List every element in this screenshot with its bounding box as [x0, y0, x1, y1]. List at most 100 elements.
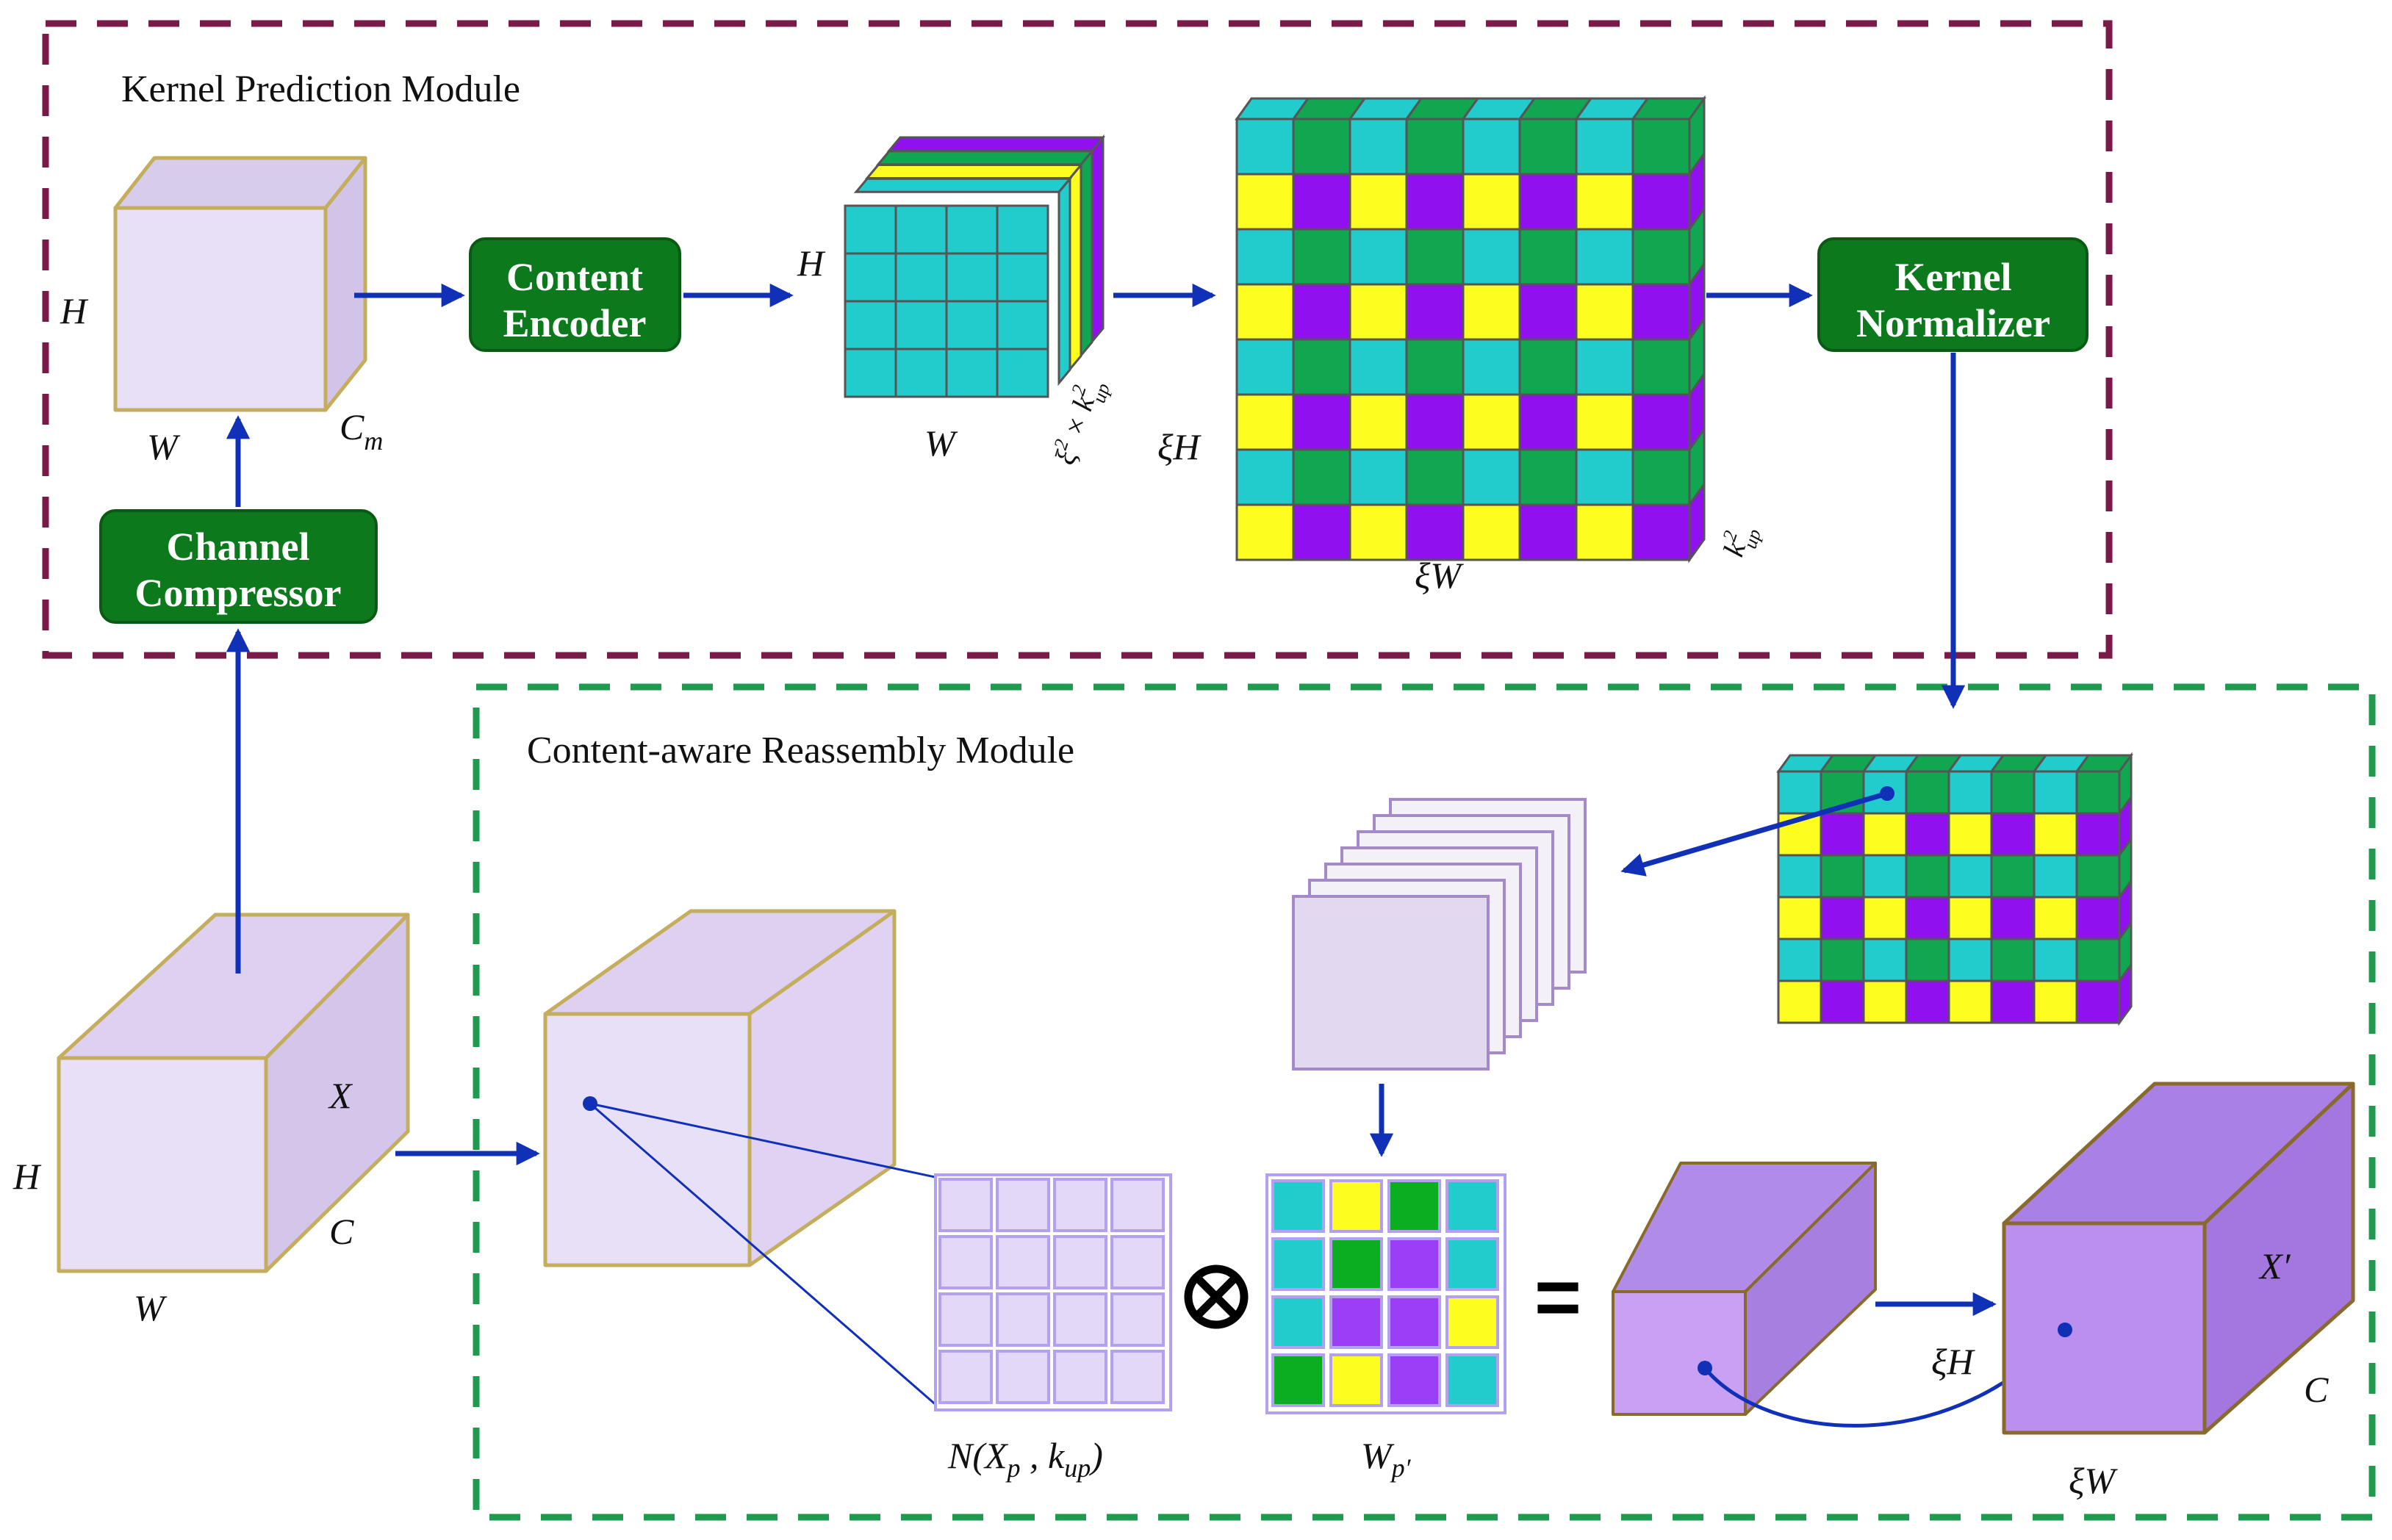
result-column: [1612, 1162, 1877, 1416]
cell: [1235, 393, 1295, 451]
neighborhood-cell: [1053, 1292, 1107, 1347]
output-channel-label: C: [2304, 1369, 2329, 1410]
kernel-prediction-module-border: [42, 20, 2113, 659]
cell: [1348, 283, 1408, 341]
neighborhood-cell: [996, 1178, 1050, 1232]
cell: [2075, 938, 2121, 982]
arrow-point-to-stack: [1620, 791, 1888, 877]
cell: [1947, 854, 1993, 899]
channel-slab-top: [853, 177, 1073, 193]
cell: [945, 348, 999, 398]
normalized-kernel-map: [1776, 752, 2133, 1026]
kernel-map: [1235, 95, 1706, 564]
cell: [2075, 854, 2121, 899]
cell: [2075, 979, 2121, 1024]
cell: [1575, 118, 1634, 176]
cell: [1462, 173, 1521, 231]
content-encoder-button[interactable]: Content Encoder: [469, 237, 681, 352]
neighborhood-cell: [1110, 1292, 1165, 1347]
input-channel-label: C: [329, 1211, 354, 1252]
cell: [996, 300, 1049, 350]
cell: [1235, 503, 1295, 561]
cell: [1405, 503, 1465, 561]
cell: [1947, 896, 1993, 940]
cell: [1575, 448, 1634, 506]
cell: [2033, 770, 2078, 815]
cell: [1518, 283, 1578, 341]
cell: [1905, 979, 1950, 1024]
kernel-cell: [1329, 1237, 1383, 1291]
cell: [1462, 393, 1521, 451]
cell: [1575, 338, 1634, 396]
cell: [2075, 812, 2121, 857]
cell: [1777, 938, 1822, 982]
cell: [894, 348, 948, 398]
encoded-channel-label: ξ2 × k2up: [1046, 374, 1114, 471]
kernel-map-width-label: ξW: [1415, 555, 1464, 596]
cell: [945, 204, 999, 255]
cell: [1235, 338, 1295, 396]
cell: [2033, 812, 2078, 857]
cell: [1862, 979, 1908, 1024]
cell: [1518, 503, 1578, 561]
neighborhood-cell: [938, 1178, 993, 1232]
content-reassembly-module-border: [473, 683, 2376, 1521]
output-width-label: ξW: [2069, 1460, 2118, 1501]
channel-compressor-button[interactable]: Channel Compressor: [99, 509, 378, 624]
cell: [1905, 812, 1950, 857]
cell: [1575, 503, 1634, 561]
neighborhood-cell: [1053, 1235, 1107, 1289]
cell: [2033, 979, 2078, 1024]
cell: [1575, 283, 1634, 341]
cell: [1990, 896, 2036, 940]
cell: [894, 252, 948, 303]
cell: [1947, 770, 1993, 815]
cell: [1777, 770, 1822, 815]
cell: [1462, 228, 1521, 286]
kernel-cell: [1387, 1237, 1441, 1291]
cell: [1518, 338, 1578, 396]
encoded-height-label: H: [797, 242, 826, 284]
cell: [996, 204, 1049, 255]
cell: [1990, 854, 2036, 899]
cell: [1631, 173, 1691, 231]
cell: [1518, 118, 1578, 176]
encoded-width-label: W: [924, 422, 958, 464]
channel-slab-side: [1057, 176, 1071, 386]
kernel-cell: [1445, 1295, 1499, 1349]
cell: [1235, 448, 1295, 506]
cell: [844, 348, 897, 398]
channel-slab-side: [1069, 162, 1082, 373]
cell: [1777, 979, 1822, 1024]
normalized-point: [1880, 786, 1894, 801]
cell: [1292, 283, 1351, 341]
kernel-map-channel-label: k2up: [1714, 519, 1765, 563]
cell: [1862, 812, 1908, 857]
kernel-label: Wp′: [1361, 1435, 1412, 1483]
cell: [2075, 770, 2121, 815]
cell: [1462, 448, 1521, 506]
kernel-cell: [1445, 1237, 1499, 1291]
cell: [2033, 854, 2078, 899]
channel-slab-top: [886, 136, 1106, 152]
equals-icon: =: [1534, 1252, 1581, 1342]
kernel-cell: [1329, 1353, 1383, 1407]
input-feature-cube: [57, 913, 410, 1273]
cell: [1348, 448, 1408, 506]
neighborhood-cell: [938, 1235, 993, 1289]
cell: [2075, 896, 2121, 940]
kernel-prediction-module-title: Kernel Prediction Module: [121, 68, 520, 110]
neighborhood-cell: [1053, 1350, 1107, 1404]
kernel-normalizer-button[interactable]: Kernel Normalizer: [1817, 237, 2088, 352]
cell: [1292, 173, 1351, 231]
cell: [1405, 283, 1465, 341]
neighborhood-line-top: [589, 1102, 939, 1179]
cell: [1905, 938, 1950, 982]
cell: [1292, 393, 1351, 451]
cell: [1631, 338, 1691, 396]
cell: [1235, 118, 1295, 176]
kernel-cell: [1271, 1353, 1325, 1407]
cell: [1348, 228, 1408, 286]
neighborhood-cell: [1110, 1178, 1165, 1232]
